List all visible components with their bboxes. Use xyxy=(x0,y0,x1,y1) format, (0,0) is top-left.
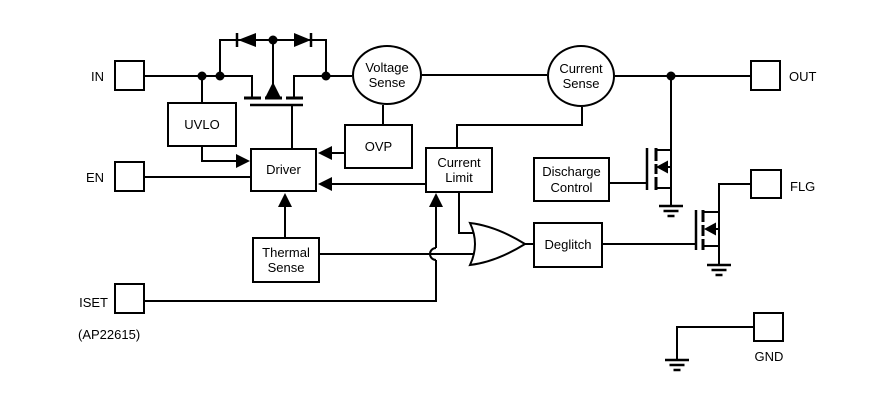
part-number-note: (AP22615) xyxy=(78,327,141,342)
block-voltage-sense: Voltage Sense xyxy=(352,45,422,105)
pin-flg-box xyxy=(750,169,782,199)
arrow-thermal-to-driver xyxy=(278,193,292,207)
diode-left-icon xyxy=(238,33,256,47)
block-ovp-label: OVP xyxy=(364,138,393,154)
gate-plates-and-diode-bars xyxy=(235,33,698,250)
junction-dot xyxy=(215,71,225,81)
block-discharge-control-label: Discharge Control xyxy=(542,164,601,195)
pin-iset-label: ISET xyxy=(79,295,108,310)
block-discharge-control: Discharge Control xyxy=(533,157,610,202)
block-deglitch: Deglitch xyxy=(533,222,603,268)
block-ovp: OVP xyxy=(344,124,413,169)
wire-crossover-hop xyxy=(429,247,437,261)
wire-flgfet-source xyxy=(703,245,720,265)
wire-fet-to-vsense xyxy=(293,75,352,97)
pin-iset-box xyxy=(114,283,145,314)
ground-flgfet-icon xyxy=(707,263,731,277)
arrows-and-diodes xyxy=(236,33,716,236)
ground-gnd-pin-icon xyxy=(665,358,689,372)
block-uvlo: UVLO xyxy=(167,102,237,147)
block-voltage-sense-label: Voltage Sense xyxy=(365,59,409,90)
arrow-ovp-to-driver xyxy=(318,146,332,160)
wire-csense-to-climit xyxy=(456,107,583,147)
wire-gnd-pin xyxy=(676,326,753,360)
pin-flg-label: FLG xyxy=(790,179,816,194)
block-thermal-sense-label: Thermal Sense xyxy=(262,244,310,275)
flgfet-body-arrow-icon xyxy=(704,222,716,236)
junction-dots xyxy=(197,35,676,81)
wire-dischargefet-source xyxy=(656,187,672,206)
junction-dot xyxy=(666,71,676,81)
pin-out-box xyxy=(750,60,781,91)
pin-en-box xyxy=(114,161,145,192)
wires xyxy=(144,39,753,360)
pin-gnd-box xyxy=(753,312,784,342)
pin-in-label: IN xyxy=(91,69,104,84)
wire-climit-to-orgate xyxy=(458,193,478,234)
wire-flgfet-drain xyxy=(703,183,750,213)
wire-in-rail xyxy=(145,75,253,97)
block-uvlo-label: UVLO xyxy=(184,116,220,132)
wire-uvlo-to-driver xyxy=(201,147,238,162)
passfet-body-arrow-icon xyxy=(265,82,281,98)
junction-dot xyxy=(268,35,278,45)
pin-en-label: EN xyxy=(85,170,104,185)
junction-dot xyxy=(197,71,207,81)
pin-gnd-label: GND xyxy=(754,349,784,364)
ground-symbols xyxy=(659,204,731,372)
block-deglitch-label: Deglitch xyxy=(544,237,592,253)
block-current-limit-label: Current Limit xyxy=(437,154,481,185)
wire-dischargefet-drain xyxy=(656,76,672,151)
or-gate xyxy=(468,221,527,267)
diode-right-icon xyxy=(294,33,311,47)
dischargefet-body-arrow-icon xyxy=(656,160,668,174)
junction-dot xyxy=(321,71,331,81)
mosfet-channel-bars xyxy=(244,96,705,250)
block-current-sense: Current Sense xyxy=(547,45,615,107)
arrow-climit-to-driver xyxy=(318,177,332,191)
block-driver: Driver xyxy=(250,148,317,192)
pin-in-box xyxy=(114,60,145,91)
block-current-sense-label: Current Sense xyxy=(559,60,603,91)
block-thermal-sense: Thermal Sense xyxy=(252,237,320,283)
wire-iset-run xyxy=(144,260,437,302)
block-driver-label: Driver xyxy=(266,162,301,178)
pin-out-label: OUT xyxy=(789,69,817,84)
arrow-uvlo-to-driver xyxy=(236,154,250,168)
block-current-limit: Current Limit xyxy=(425,147,493,193)
ground-dischargefet-icon xyxy=(659,204,683,218)
arrow-iset-to-climit xyxy=(429,193,443,207)
